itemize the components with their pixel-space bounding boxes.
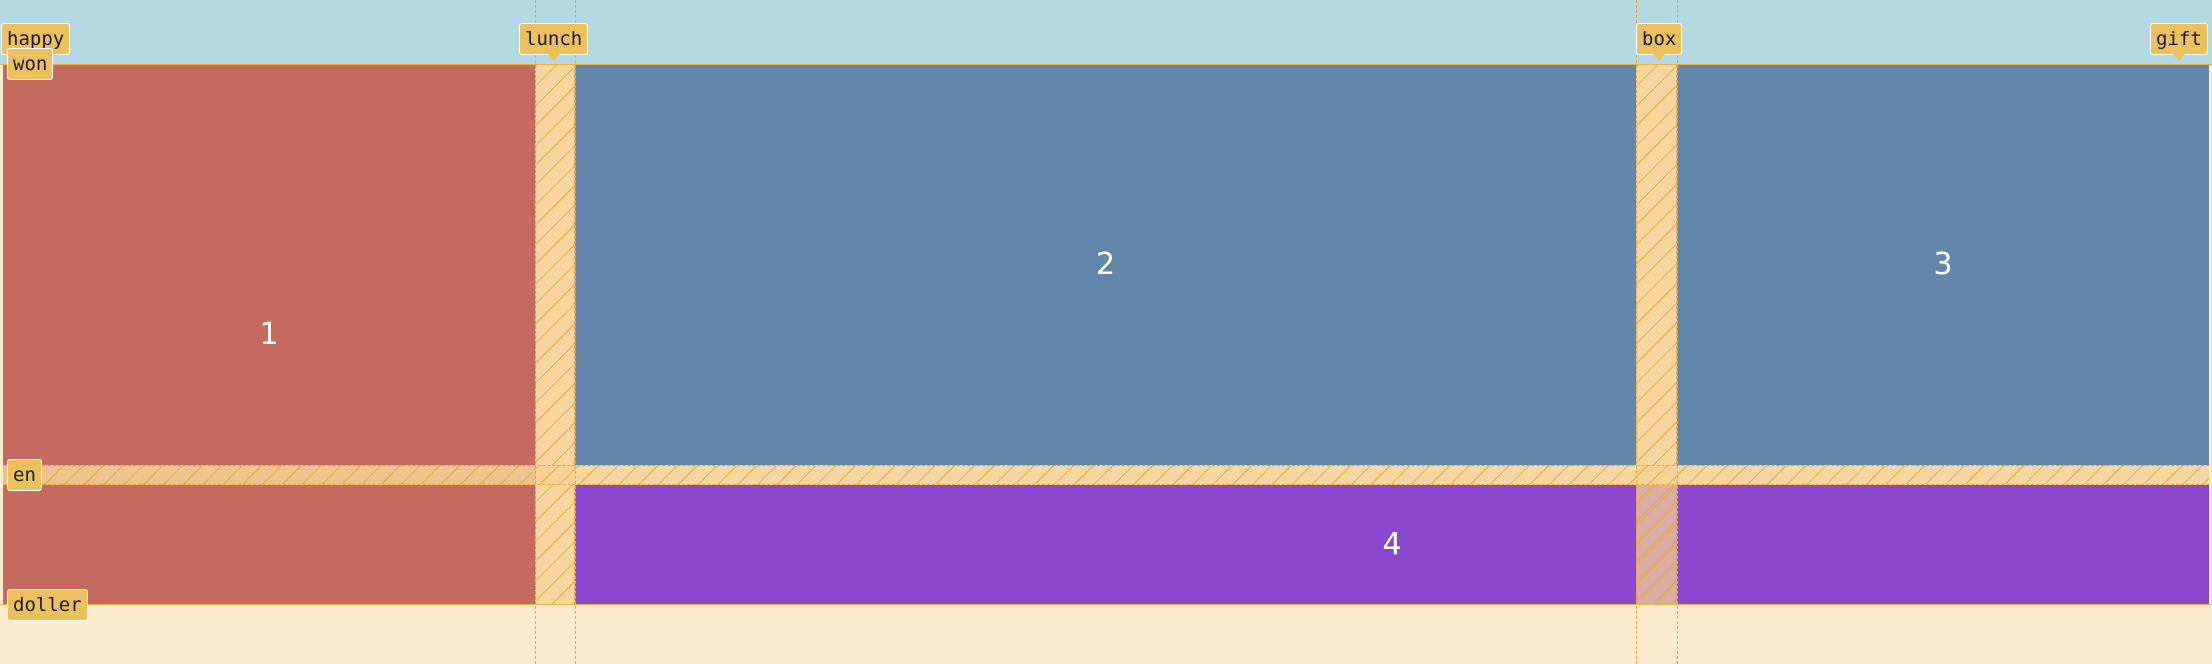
line-name-lunch: lunch (519, 23, 589, 61)
column-gap-1 (535, 65, 575, 605)
grid-area-2-label: 2 (1095, 247, 1116, 282)
grid-line-column-2-start (535, 0, 536, 664)
grid-area-1-label: 1 (259, 317, 279, 352)
line-name-box: box (1636, 23, 1683, 61)
grid-area-2[interactable]: 2 (575, 65, 1636, 465)
line-name-won: won (7, 48, 54, 80)
grid-line-column-2-end (575, 0, 576, 664)
grid-area-1[interactable]: 1 (3, 65, 535, 605)
grid-area-4[interactable]: 4 (575, 485, 2209, 605)
column-gap-2-over-area-4 (1636, 485, 1677, 605)
line-name-gift: gift (2150, 23, 2208, 61)
grid-line-column-3-end (1677, 0, 1678, 664)
line-name-doller: doller (7, 589, 88, 621)
grid-container-top-background (0, 0, 2212, 65)
grid-line-row-bottom (0, 604, 2212, 605)
grid-area-3[interactable]: 3 (1677, 65, 2209, 465)
grid-line-row-top (0, 64, 2212, 65)
grid-container-bottom-background (0, 605, 2212, 664)
row-gap (3, 465, 2209, 485)
line-name-en: en (7, 459, 42, 491)
grid-area-4-label: 4 (1382, 527, 1402, 562)
grid-area-3-label: 3 (1933, 247, 1953, 282)
grid-line-column-3-start (1636, 0, 1637, 664)
